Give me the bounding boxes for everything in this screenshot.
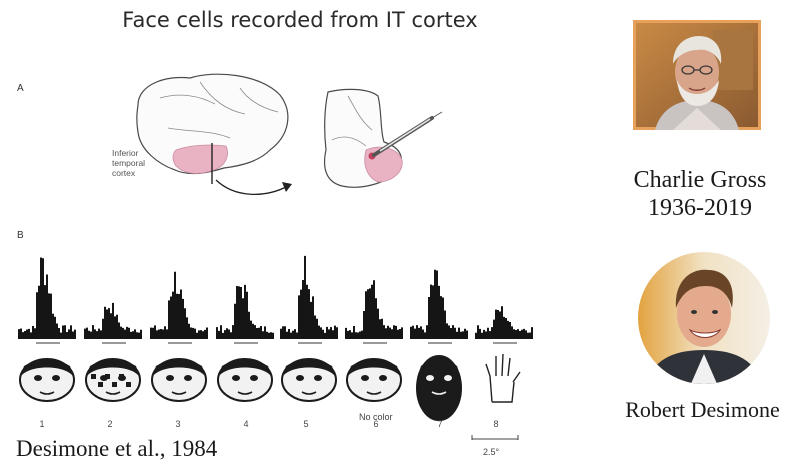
histogram-bars: [280, 255, 338, 339]
electrode-wire: [431, 111, 443, 119]
stimulus-image: [85, 358, 141, 402]
robert-desimone-caption: Robert Desimone: [625, 397, 780, 422]
panel-a-illustration: [136, 73, 443, 195]
no-color-label: No color: [359, 412, 393, 422]
stimulus-number: 1: [39, 419, 45, 429]
brain-label-line: Inferior: [112, 148, 139, 158]
electrode-shaft: [379, 118, 431, 152]
response-histogram: [475, 306, 533, 344]
histogram-bars: [84, 302, 142, 339]
panel-b-figure: [18, 255, 533, 440]
histogram-bars: [150, 271, 208, 339]
response-histogram: [216, 284, 274, 344]
scale-bar: [471, 435, 519, 440]
inferior-temporal-cortex-region: [172, 144, 228, 174]
brain-region-label: Inferior temporal cortex: [112, 148, 145, 178]
stimulus-image: [151, 358, 207, 402]
histogram-bars: [345, 280, 403, 339]
brain-sulcus: [239, 87, 279, 113]
arrow-head: [282, 182, 292, 192]
histogram-bars: [475, 306, 533, 339]
robert-desimone-photo: [638, 252, 770, 384]
person-name: Charlie Gross: [633, 167, 767, 193]
citation: Desimone et al., 1984: [16, 436, 218, 461]
scale-bar-label: 2.5°: [483, 447, 500, 457]
stimulus-number: 7: [437, 419, 443, 429]
histogram-bars: [410, 269, 468, 339]
section-arrow: [215, 179, 289, 195]
brain-label-line: cortex: [112, 168, 136, 178]
brain-label-line: temporal: [112, 158, 146, 168]
coronal-sulcus: [331, 136, 367, 147]
stimulus-number: 2: [107, 419, 113, 429]
brain-sulcus: [199, 81, 246, 115]
stimulus-image: [485, 353, 521, 403]
response-histogram: [280, 255, 338, 344]
person-years: 1936-2019: [648, 195, 752, 221]
stimulus-number: 5: [303, 419, 309, 429]
brain-sulcus: [167, 127, 231, 139]
stimulus-image: [19, 358, 75, 402]
panel-a-label: A: [17, 83, 24, 94]
histogram-bars: [18, 257, 76, 339]
stimulus-image: [416, 355, 462, 421]
stimulus-image: [281, 358, 337, 402]
response-histogram: [410, 269, 468, 344]
slide-title: Face cells recorded from IT cortex: [122, 8, 478, 32]
stimulus-image: [217, 358, 273, 402]
stimulus-image: [346, 358, 402, 402]
response-histogram: [150, 271, 208, 344]
coronal-sulcus: [347, 95, 373, 131]
stimulus-number: 3: [175, 419, 181, 429]
panel-b-label: B: [17, 230, 24, 241]
charlie-gross-photo: [633, 20, 761, 130]
histogram-row: [18, 255, 533, 344]
response-histogram: [18, 257, 76, 344]
response-histogram: [84, 302, 142, 344]
brain-sulcus: [159, 94, 216, 105]
charlie-gross-caption: Charlie Gross 1936-2019: [600, 166, 799, 222]
stimulus-number: 4: [243, 419, 249, 429]
stimulus-number: 8: [493, 419, 499, 429]
response-histogram: [345, 280, 403, 344]
coronal-it-region: [364, 146, 403, 183]
histogram-bars: [216, 284, 274, 339]
stimulus-row: [19, 353, 521, 421]
stimulus-number: 6: [373, 419, 379, 429]
